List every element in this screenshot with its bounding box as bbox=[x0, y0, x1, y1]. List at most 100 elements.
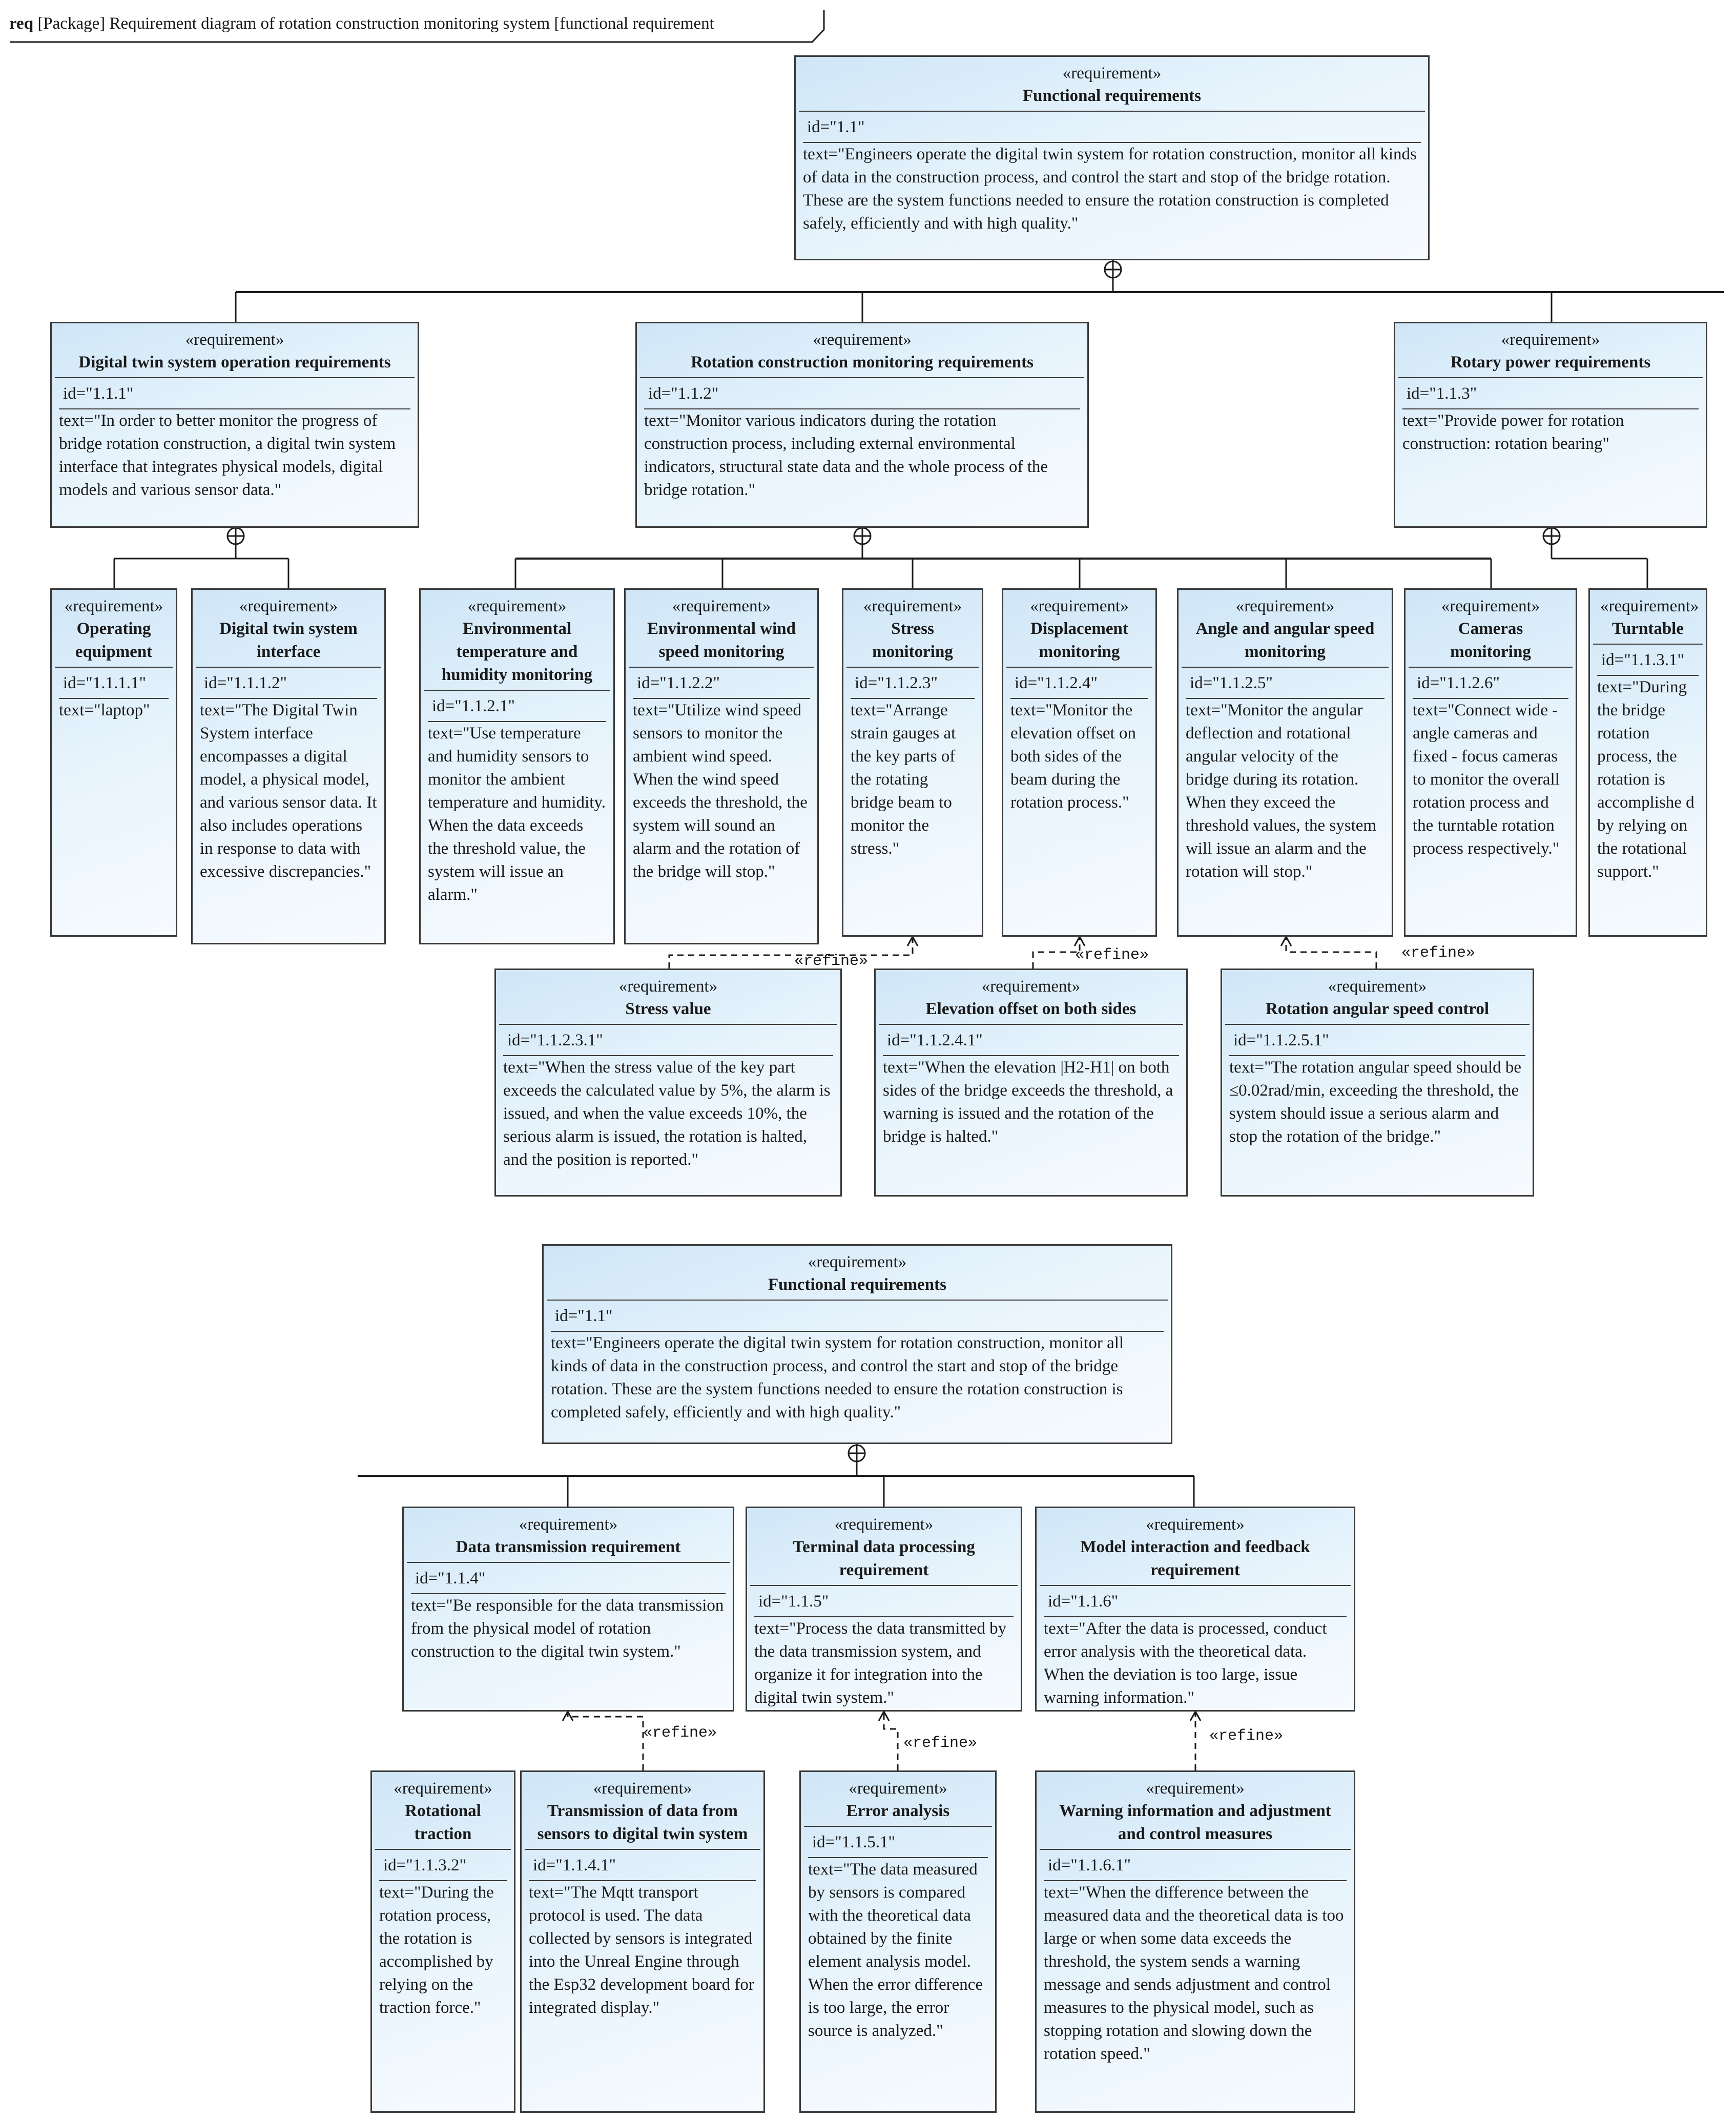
requirement-name: Warning information and adjustment and c… bbox=[1059, 1802, 1331, 1843]
requirement-box-r1123[interactable]: «requirement» Stress monitoring id="1.1.2.… bbox=[842, 588, 983, 937]
requirement-stereotype: «requirement» bbox=[1441, 597, 1540, 615]
requirement-id: id="1.1" bbox=[803, 116, 1421, 143]
requirement-body: id="1.1.3.2"text="During the rotation pr… bbox=[372, 1850, 514, 2025]
requirement-text: text="laptop" bbox=[59, 701, 150, 719]
requirement-stereotype: «requirement» bbox=[618, 977, 718, 996]
requirement-name: Transmission of data from sensors to dig… bbox=[537, 1802, 748, 1843]
requirement-text: text="Monitor the angular deflection and… bbox=[1186, 701, 1377, 881]
requirement-box-r1121[interactable]: «requirement»Environmental temperature a… bbox=[419, 588, 615, 944]
requirement-body: id="1.1.2.6"text="Connect wide - angle c… bbox=[1406, 668, 1576, 866]
requirement-box-r116[interactable]: «requirement»Model interaction and feedb… bbox=[1035, 1507, 1355, 1712]
requirement-id: id="1.1.3.1" bbox=[1597, 649, 1699, 676]
requirement-box-r114[interactable]: «requirement»Data transmission requireme… bbox=[402, 1507, 734, 1712]
requirement-name: Data transmission requirement bbox=[456, 1538, 681, 1556]
frame-title: req [Package] Requirement diagram of rot… bbox=[9, 7, 714, 40]
requirement-header: «requirement»Data transmission requireme… bbox=[407, 1508, 730, 1563]
refine-line bbox=[1285, 937, 1377, 969]
requirement-id: id="1.1.2.4.1" bbox=[883, 1029, 1179, 1056]
requirement-stereotype: «requirement» bbox=[1501, 331, 1600, 349]
requirement-box-r1132[interactable]: «requirement» Rotational traction id="1.1.… bbox=[370, 1770, 515, 2113]
requirement-stereotype: «requirement» bbox=[813, 331, 912, 349]
requirement-box-r11251[interactable]: «requirement»Rotation angular speed cont… bbox=[1221, 969, 1534, 1197]
requirement-header: «requirement»Digital twin system operati… bbox=[55, 323, 415, 378]
requirement-name: Cameras monitoring bbox=[1450, 620, 1531, 661]
requirement-name: Turntable bbox=[1612, 620, 1684, 638]
requirement-stereotype: «requirement» bbox=[239, 597, 338, 615]
requirement-header: «requirement» Warning information and adj… bbox=[1040, 1772, 1351, 1850]
requirement-text: text="When the elevation |H2-H1| on both… bbox=[883, 1058, 1173, 1146]
requirement-box-r115[interactable]: «requirement»Terminal data processing re… bbox=[746, 1507, 1022, 1712]
requirement-name: Rotation construction monitoring require… bbox=[691, 353, 1034, 372]
requirement-body: id="1.1.1"text="In order to better monit… bbox=[52, 378, 418, 507]
requirement-id: id="1.1.2.3" bbox=[851, 672, 975, 699]
requirement-box-r1126[interactable]: «requirement» Cameras monitoring id="1.1.2… bbox=[1404, 588, 1577, 937]
requirement-name: Operating equipment bbox=[75, 620, 153, 661]
requirement-id: id="1.1.6.1" bbox=[1044, 1854, 1347, 1881]
requirement-id: id="1.1.4.1" bbox=[529, 1854, 756, 1881]
requirement-stereotype: «requirement» bbox=[185, 331, 284, 349]
requirement-header: «requirement»Environmental temperature a… bbox=[424, 590, 610, 691]
requirement-id: id="1.1.2.5" bbox=[1186, 672, 1384, 699]
requirement-name: Error analysis bbox=[846, 1802, 950, 1820]
requirement-body: id="1.1.3"text="Provide power for rotati… bbox=[1395, 378, 1706, 461]
requirement-text: text="When the stress value of the key p… bbox=[503, 1058, 831, 1169]
refine-line bbox=[567, 1712, 644, 1770]
requirement-stereotype: «requirement» bbox=[863, 597, 962, 615]
requirement-box-r11241[interactable]: «requirement» Elevation offset on both si… bbox=[874, 969, 1188, 1197]
requirement-box-r1122[interactable]: «requirement»Environmental wind speed mo… bbox=[624, 588, 819, 944]
requirement-id: id="1.1.1.1" bbox=[59, 672, 169, 699]
requirement-box-r1112[interactable]: «requirement»Digital twin system interfa… bbox=[191, 588, 386, 944]
requirement-box-r1141[interactable]: «requirement»Transmission of data from s… bbox=[520, 1770, 765, 2113]
requirement-name: Stress monitoring bbox=[872, 620, 953, 661]
refine-arrowheads bbox=[562, 935, 1292, 1721]
requirement-name: Elevation offset on both sides bbox=[925, 1000, 1136, 1018]
refine-line bbox=[668, 937, 914, 969]
requirement-id: id="1.1.2.3.1" bbox=[503, 1029, 833, 1056]
requirement-text: text="Arrange strain gauges at the key p… bbox=[851, 701, 956, 858]
requirement-header: «requirement»Model interaction and feedb… bbox=[1040, 1508, 1351, 1586]
refine-label: «refine» bbox=[1075, 946, 1149, 964]
requirement-box-r1161[interactable]: «requirement» Warning information and adj… bbox=[1035, 1770, 1355, 2113]
requirement-text: text="Utilize wind speed sensors to moni… bbox=[633, 701, 808, 881]
requirement-header: «requirement» Rotation construction monit… bbox=[640, 323, 1084, 378]
requirement-header: «requirement»Rotary power requirements bbox=[1398, 323, 1703, 378]
requirement-box-r111[interactable]: «requirement»Digital twin system operati… bbox=[50, 322, 419, 528]
requirement-name: Displacement monitoring bbox=[1030, 620, 1128, 661]
requirement-header: «requirement»Transmission of data from s… bbox=[525, 1772, 760, 1850]
requirement-header: «requirement»Environmental wind speed mo… bbox=[629, 590, 814, 668]
requirement-body: id="1.1.1.1" text="laptop" bbox=[52, 668, 176, 727]
requirement-text: text="Monitor various indicators during … bbox=[644, 411, 1048, 499]
requirement-text: text="When the difference between the me… bbox=[1044, 1883, 1344, 2063]
frame-tab-outline bbox=[10, 10, 825, 43]
requirement-name: Angle and angular speed monitoring bbox=[1195, 620, 1375, 661]
requirement-id: id="1.1.1" bbox=[59, 382, 410, 409]
requirement-id: id="1.1.2.1" bbox=[428, 695, 606, 722]
requirement-stereotype: «requirement» bbox=[1146, 1779, 1245, 1798]
requirement-header: «requirement» Elevation offset on both si… bbox=[879, 970, 1183, 1025]
requirement-stereotype: «requirement» bbox=[808, 1253, 907, 1271]
requirement-header: «requirement»Operating equipment bbox=[55, 590, 173, 668]
requirement-box-r112[interactable]: «requirement» Rotation construction monit… bbox=[635, 322, 1089, 528]
requirement-name: Rotation angular speed control bbox=[1265, 1000, 1490, 1018]
requirement-stereotype: «requirement» bbox=[394, 1779, 492, 1798]
requirement-box-r1125[interactable]: «requirement»Angle and angular speed mon… bbox=[1177, 588, 1393, 937]
requirement-name: Rotational traction bbox=[405, 1802, 481, 1843]
requirement-stereotype: «requirement» bbox=[834, 1515, 934, 1534]
requirement-body: id="1.1.2.4"text="Monitor the elevation … bbox=[1003, 668, 1155, 819]
requirement-header: «requirement»Displacement monitoring bbox=[1006, 590, 1152, 668]
requirement-stereotype: «requirement» bbox=[981, 977, 1081, 996]
requirement-name: Functional requirements bbox=[1022, 87, 1202, 105]
requirement-body: id="1.1.2.5.1"text="The rotation angular… bbox=[1222, 1025, 1533, 1153]
requirement-body: id="1.1.2.4.1"text="When the elevation |… bbox=[876, 1025, 1186, 1153]
refine-label: «refine» bbox=[1401, 944, 1476, 962]
requirement-name: Model interaction and feedback requireme… bbox=[1080, 1538, 1310, 1579]
